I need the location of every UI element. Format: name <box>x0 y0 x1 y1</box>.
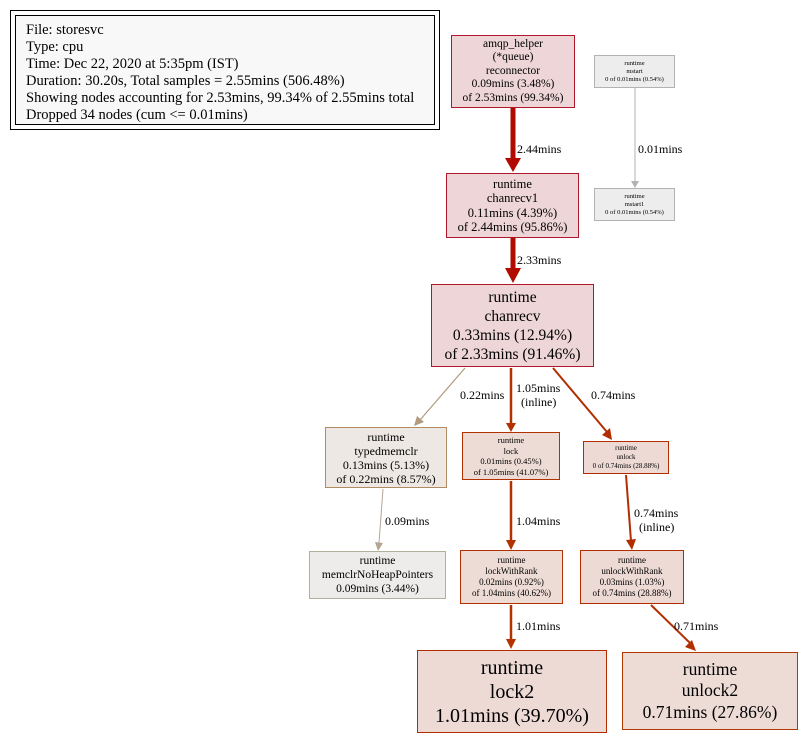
edge-lockWithRank-lock2[interactable] <box>506 605 516 649</box>
node-runtime-unlock2[interactable]: runtime unlock2 0.71mins (27.86%) <box>622 652 798 730</box>
node-label: runtime <box>367 429 405 444</box>
node-flat: 0.11mins (4.39%) <box>467 205 558 220</box>
node-cum: 0 of 0.01mins (0.54%) <box>605 75 664 83</box>
edge-chanrecv-unlock[interactable] <box>552 367 612 440</box>
node-cum: 0 of 0.74mins (28.88%) <box>592 462 660 470</box>
edge-label-chanrecv-typedmemclr: 0.22mins <box>460 388 505 402</box>
edge-label-amqp-chanrecv1: 2.44mins <box>517 142 562 156</box>
node-runtime-chanrecv[interactable]: runtime chanrecv 0.33mins (12.94%) of 2.… <box>431 284 594 367</box>
edge-label-unlock-unlockWithRank-inline: (inline) <box>639 520 675 534</box>
node-cum: of 0.74mins (28.88%) <box>592 588 672 598</box>
node-flat: 0.09mins (3.48%) <box>471 78 555 91</box>
node-label: unlock2 <box>681 680 739 701</box>
edge-label-chanrecv-unlock: 0.74mins <box>591 388 636 402</box>
legend-time: Time: Dec 22, 2020 at 5:35pm (IST) <box>26 56 239 72</box>
node-runtime-lock[interactable]: runtime lock 0.01mins (0.45%) of 1.05min… <box>462 432 560 480</box>
edge-chanrecv1-chanrecv[interactable] <box>505 238 521 283</box>
node-label: runtime <box>497 435 525 445</box>
legend-type: Type: cpu <box>26 39 84 55</box>
edge-amqp-chanrecv1[interactable] <box>505 108 521 172</box>
node-label: chanrecv <box>484 307 541 325</box>
node-label: mstart1 <box>624 200 645 208</box>
node-label: runtime <box>615 444 637 452</box>
node-label: runtime <box>359 555 396 567</box>
edge-label-mstart-mstart1: 0.01mins <box>638 142 683 156</box>
node-label: reconnector <box>485 64 541 77</box>
node-label: runtime <box>618 555 646 565</box>
legend-showing: Showing nodes accounting for 2.53mins, 9… <box>26 90 415 106</box>
node-label: (*queue) <box>492 51 534 64</box>
edge-chanrecv-typedmemclr[interactable] <box>414 367 466 426</box>
edge-chanrecv-lock[interactable] <box>506 368 516 432</box>
node-label: memclrNoHeapPointers <box>321 569 434 581</box>
node-cum: of 1.05mins (41.07%) <box>473 466 549 477</box>
legend-dropped: Dropped 34 nodes (cum <= 0.01mins) <box>26 107 248 123</box>
node-label: runtime <box>493 176 532 191</box>
node-label: runtime <box>624 192 645 200</box>
node-label: typedmemclr <box>354 443 418 458</box>
node-label: unlockWithRank <box>601 566 663 576</box>
node-label: lock2 <box>489 680 535 703</box>
edge-unlockWithRank-unlock2[interactable] <box>650 604 696 651</box>
node-label: runtime <box>480 656 544 679</box>
edge-lock-lockWithRank[interactable] <box>506 481 516 550</box>
edge-label-lock-lockWithRank: 1.04mins <box>516 514 561 528</box>
node-flat: 0.33mins (12.94%) <box>452 326 573 344</box>
node-flat: 0.01mins (0.45%) <box>480 456 542 466</box>
legend-file: File: storesvc <box>26 22 104 38</box>
edge-label-lockWithRank-lock2: 1.01mins <box>516 619 561 633</box>
node-cum: of 2.33mins (91.46%) <box>444 345 581 363</box>
node-flat: 0.03mins (1.03%) <box>599 577 665 587</box>
node-cum: of 2.53mins (99.34%) <box>462 91 564 104</box>
node-label: chanrecv1 <box>486 191 539 205</box>
edge-label-chanrecv-lock-inline: (inline) <box>521 395 557 409</box>
node-cum: of 0.22mins (8.57%) <box>336 471 436 486</box>
node-label: unlock <box>616 453 636 461</box>
edge-typedmemclr-memclr[interactable] <box>375 488 384 551</box>
node-label: amqp_helper <box>482 37 544 50</box>
node-flat: 0.09mins (3.44%) <box>336 583 419 595</box>
node-cum: of 2.44mins (95.86%) <box>457 220 568 234</box>
node-label: runtime <box>488 288 537 306</box>
edge-label-chanrecv-lock: 1.05mins <box>516 381 561 395</box>
edge-mstart-mstart1[interactable] <box>631 88 639 188</box>
node-label: lockWithRank <box>485 566 538 576</box>
node-runtime-typedmemclr[interactable]: runtime typedmemclr 0.13mins (5.13%) of … <box>325 427 447 488</box>
node-runtime-unlockWithRank[interactable]: runtime unlockWithRank 0.03mins (1.03%) … <box>580 550 684 604</box>
legend-duration: Duration: 30.20s, Total samples = 2.55mi… <box>26 73 345 89</box>
node-flat: 0.13mins (5.13%) <box>342 457 430 472</box>
node-flat: 0.71mins (27.86%) <box>642 701 778 722</box>
node-runtime-lockWithRank[interactable]: runtime lockWithRank 0.02mins (0.92%) of… <box>460 550 563 604</box>
node-runtime-mstart[interactable]: runtime mstart 0 of 0.01mins (0.54%) <box>594 55 675 88</box>
node-label: runtime <box>624 59 645 67</box>
node-cum: of 1.04mins (40.62%) <box>472 588 551 598</box>
node-runtime-unlock[interactable]: runtime unlock 0 of 0.74mins (28.88%) <box>583 441 669 474</box>
node-runtime-chanrecv1[interactable]: runtime chanrecv1 0.11mins (4.39%) of 2.… <box>446 173 579 238</box>
edge-unlock-unlockWithRank[interactable] <box>625 474 636 550</box>
node-label: runtime <box>682 658 738 679</box>
edge-label-typedmemclr-memclr: 0.09mins <box>385 514 430 528</box>
edge-label-unlock-unlockWithRank: 0.74mins <box>634 506 679 520</box>
profile-legend: File: storesvc Type: cpu Time: Dec 22, 2… <box>10 10 440 130</box>
node-runtime-memclrNoHeapPointers[interactable]: runtime memclrNoHeapPointers 0.09mins (3… <box>309 551 446 599</box>
node-cum: 0 of 0.01mins (0.54%) <box>605 208 664 216</box>
node-runtime-mstart1[interactable]: runtime mstart1 0 of 0.01mins (0.54%) <box>594 188 675 221</box>
node-runtime-lock2[interactable]: runtime lock2 1.01mins (39.70%) <box>417 650 607 733</box>
node-flat: 1.01mins (39.70%) <box>435 704 589 727</box>
edge-label-chanrecv1-chanrecv: 2.33mins <box>517 253 562 267</box>
node-label: runtime <box>497 555 526 565</box>
node-label: lock <box>503 445 519 456</box>
node-amqp-helper-reconnector[interactable]: amqp_helper (*queue) reconnector 0.09min… <box>451 35 575 108</box>
edge-label-unlockWithRank-unlock2: 0.71mins <box>674 619 719 633</box>
node-label: mstart <box>626 67 643 75</box>
node-flat: 0.02mins (0.92%) <box>479 577 544 587</box>
